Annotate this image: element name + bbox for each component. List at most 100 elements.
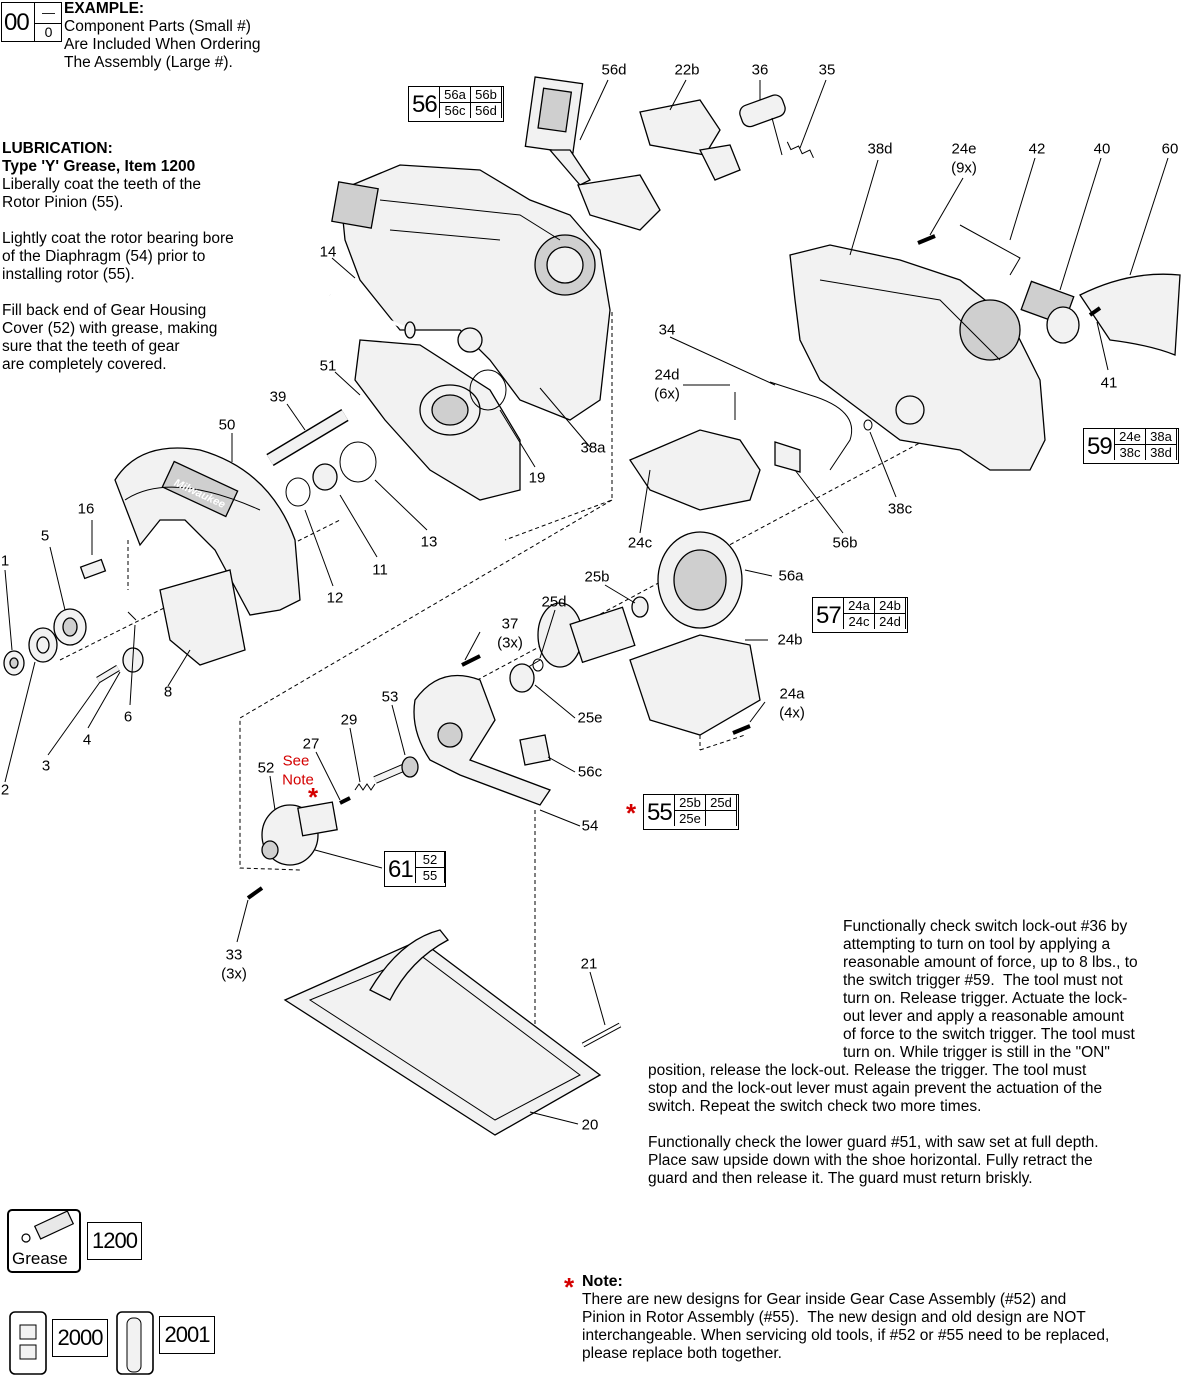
- part-label: (6x): [654, 385, 680, 403]
- screw-24a: [732, 724, 751, 735]
- part-label: (3x): [221, 965, 247, 983]
- bearing-25e: [509, 663, 535, 693]
- rotor-55: [519, 602, 636, 673]
- assembly-part: 56d: [471, 103, 502, 118]
- switch-check-text: turn on. While trigger is still in the "…: [843, 1044, 1110, 1061]
- grease-item-box: 1200: [87, 1222, 142, 1260]
- part-label: 1: [0, 552, 10, 570]
- example-line-3: The Assembly (Large #).: [64, 54, 233, 71]
- guard-check-text: guard and then release it. The guard mus…: [648, 1170, 1033, 1187]
- switch-check-text: stop and the lock-out lever must again p…: [648, 1080, 1103, 1097]
- example-line-2: Are Included When Ordering: [64, 36, 261, 53]
- part-label: 27: [302, 735, 320, 753]
- part-label: 2: [0, 781, 10, 799]
- leader-lines: [4, 79, 1169, 1125]
- housing-half-24c: [629, 392, 761, 511]
- switch-check-text: switch. Repeat the switch check two more…: [648, 1098, 982, 1115]
- assembly-part: 56c: [440, 103, 471, 118]
- gear-case-52: [261, 801, 338, 866]
- cover-60: [1079, 273, 1181, 356]
- part-label: 8: [163, 683, 173, 701]
- part-label: (3x): [497, 634, 523, 652]
- assembly-part: 25e: [675, 811, 706, 826]
- diaphragm-54: [413, 674, 551, 806]
- hex-key-42: [959, 224, 1021, 276]
- see-note-label: Note: [282, 771, 314, 789]
- part-label: 13: [420, 533, 438, 551]
- part-label: 25e: [577, 709, 603, 727]
- part-label: 6: [123, 708, 133, 726]
- part-label: 3: [41, 757, 51, 775]
- part-label: 14: [319, 243, 337, 261]
- lubrication-text: Fill back end of Gear Housing: [2, 302, 207, 319]
- switch-check-text: the switch trigger #59. The tool must no…: [843, 972, 1123, 989]
- part-label: 39: [269, 388, 287, 406]
- assembly-part: 24c: [844, 614, 875, 629]
- lubrication-text: installing rotor (55).: [2, 266, 135, 283]
- pin-6: [127, 611, 137, 621]
- bushing-13: [339, 441, 377, 483]
- switch-module-56d: [524, 76, 661, 231]
- part-label: 52: [257, 759, 275, 777]
- guard-check-text: Place saw upside down with the shoe hori…: [648, 1152, 1093, 1169]
- see-note-star: *: [308, 782, 319, 812]
- note-text: Pinion in Rotor Assembly (#55). The new …: [582, 1309, 1086, 1326]
- note-star: *: [626, 798, 637, 828]
- part-label: 24c: [627, 534, 653, 552]
- lubrication-subtitle: Type 'Y' Grease, Item 1200: [2, 158, 196, 175]
- part-label: 12: [326, 589, 344, 607]
- part-label: 56a: [778, 567, 804, 585]
- assembly-part: 25b: [675, 795, 706, 811]
- part-label: 38d: [867, 140, 893, 158]
- lockout-36: [739, 94, 786, 156]
- lubrication-text: Lightly coat the rotor bearing bore: [2, 230, 234, 247]
- part-label: 38c: [887, 500, 913, 518]
- switch-check-text: attempting to turn on tool by applying a: [843, 936, 1111, 953]
- note-text: please replace both together.: [582, 1345, 782, 1362]
- part-label: 20: [581, 1116, 599, 1134]
- housing-half-24b: [629, 634, 761, 736]
- screw-33: [246, 886, 264, 900]
- part-label: 29: [340, 711, 358, 729]
- flange-5: [53, 608, 87, 646]
- assembly-part: 24b: [875, 598, 906, 614]
- part-label: (4x): [779, 704, 805, 722]
- pin-39: [266, 408, 349, 467]
- lubrication-title: LUBRICATION:: [2, 140, 113, 157]
- part-label: 5: [40, 527, 50, 545]
- assembly-part: 25d: [706, 795, 737, 811]
- lubrication-text: Liberally coat the teeth of the: [2, 176, 202, 193]
- part-label: 51: [319, 357, 337, 375]
- note-text: interchangeable. When servicing old tool…: [582, 1327, 1110, 1344]
- part-label: 25d: [541, 593, 567, 611]
- assembly-59-number: 59: [1087, 433, 1113, 460]
- gear-53: [373, 756, 419, 784]
- part-label: 40: [1093, 140, 1111, 158]
- lubrication-text: sure that the teeth of gear: [2, 338, 180, 355]
- knob-40: [1020, 280, 1080, 344]
- assembly-61-box: 61 52 55: [384, 851, 446, 887]
- part-label: 38a: [580, 439, 606, 457]
- note-text: There are new designs for Gear inside Ge…: [582, 1291, 1067, 1308]
- part-label: 25b: [584, 568, 610, 586]
- assembly-part: 24a: [844, 598, 875, 614]
- part-label: 24d: [654, 366, 680, 384]
- part-label: 36: [751, 61, 769, 79]
- assembly-61-number: 61: [388, 856, 414, 883]
- part-label: 21: [580, 955, 598, 973]
- switch-check-text: of force to the switch trigger. The tool…: [843, 1026, 1135, 1043]
- cord-34: [769, 381, 852, 471]
- part-label: 4: [82, 731, 92, 749]
- screw-41: [1088, 306, 1102, 317]
- lubrication-text: Rotor Pinion (55).: [2, 194, 124, 211]
- part-label: 53: [381, 688, 399, 706]
- assembly-56-box: 56 56a 56b 56c 56d: [408, 86, 504, 122]
- part-label: 24a: [779, 685, 805, 703]
- ring-25d: [532, 658, 544, 672]
- motor-housing-38a: [331, 164, 611, 421]
- part-label: 56b: [832, 534, 858, 552]
- see-note-label: See: [282, 752, 310, 770]
- washer-38c: [863, 419, 873, 431]
- assembly-part: 24d: [875, 614, 906, 629]
